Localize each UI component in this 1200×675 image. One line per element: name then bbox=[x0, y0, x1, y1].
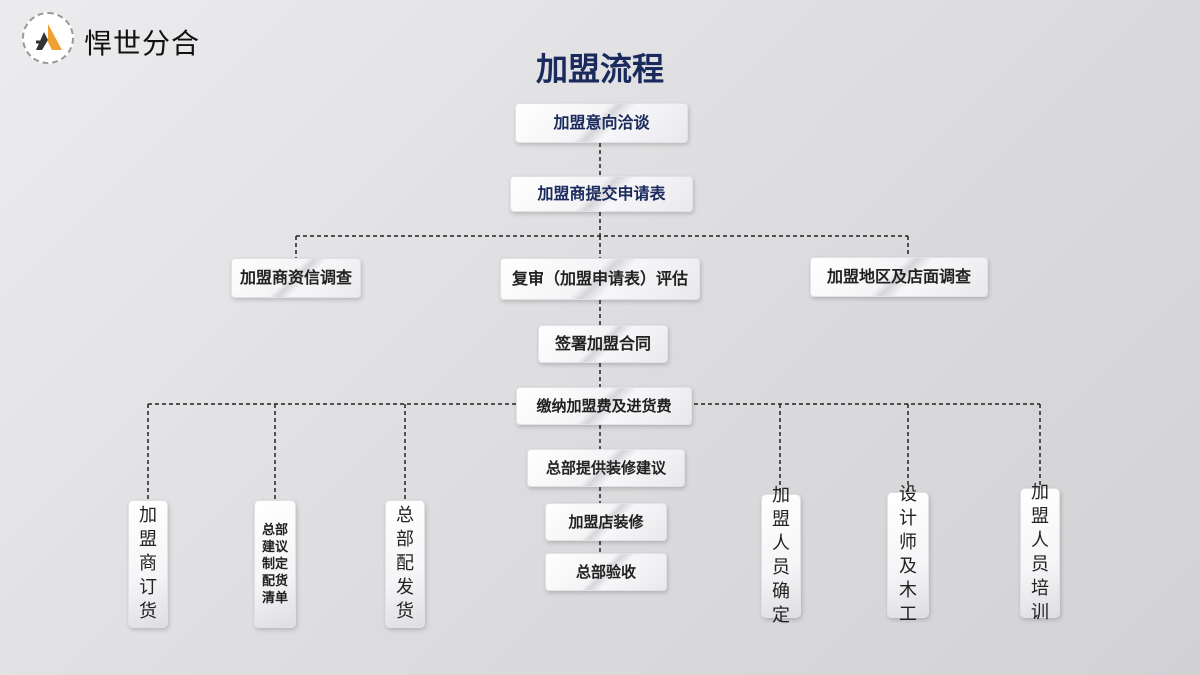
branch-hq-shipping: 总部配发货 bbox=[385, 500, 425, 628]
step-decoration-advice: 总部提供装修建议 bbox=[527, 449, 685, 487]
step-pay-fees: 缴纳加盟费及进货费 bbox=[516, 387, 692, 425]
logo bbox=[22, 12, 74, 64]
step-sign-contract: 签署加盟合同 bbox=[538, 325, 668, 363]
branch-staff-confirm: 加盟人员确定 bbox=[761, 485, 801, 626]
page-title: 加盟流程 bbox=[535, 50, 664, 88]
branch-label: 设计师及木工 bbox=[898, 484, 917, 625]
step-intent-talk: 加盟意向洽谈 bbox=[515, 103, 688, 143]
brand-name: 悍世分合 bbox=[84, 27, 201, 60]
step-final-inspection: 总部验收 bbox=[545, 553, 667, 591]
branch-label: 总部建议制定配货清单 bbox=[261, 522, 288, 606]
step-review-assessment: 复审（加盟申请表）评估 bbox=[500, 258, 700, 300]
branch-label: 加盟人员确定 bbox=[771, 485, 790, 626]
branch-designer-carpenter: 设计师及木工 bbox=[887, 484, 929, 625]
step-credit-check: 加盟商资信调查 bbox=[231, 258, 361, 298]
branch-label: 总部配发货 bbox=[395, 505, 414, 622]
branch-staff-training: 加盟人员培训 bbox=[1020, 482, 1060, 623]
step-submit-application: 加盟商提交申请表 bbox=[510, 176, 693, 212]
logo-icon bbox=[36, 24, 62, 50]
step-store-decoration: 加盟店装修 bbox=[545, 503, 667, 541]
branch-label: 加盟人员培训 bbox=[1030, 482, 1049, 623]
branch-distribution-list: 总部建议制定配货清单 bbox=[254, 500, 296, 628]
branch-franchisee-order: 加盟商订货 bbox=[128, 500, 168, 628]
branch-label: 加盟商订货 bbox=[138, 505, 157, 622]
step-area-survey: 加盟地区及店面调查 bbox=[810, 257, 988, 297]
